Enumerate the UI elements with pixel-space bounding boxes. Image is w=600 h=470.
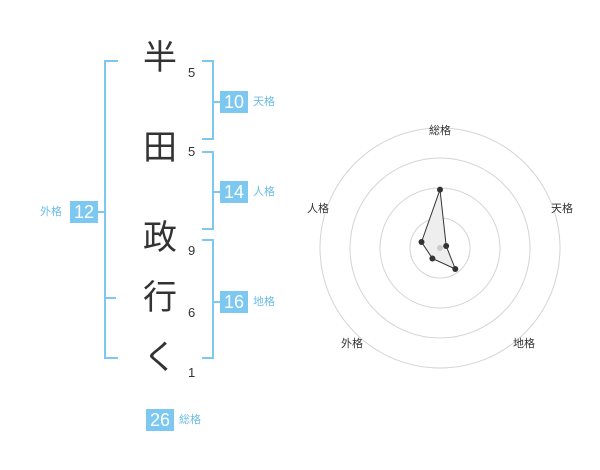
gaikaku-value: 12 [70,201,98,223]
gaikaku-label: 外格 [40,205,62,218]
jinkaku-value: 14 [220,181,248,203]
radar-label-tenkaku: 天格 [551,201,573,215]
radar-label-gaikaku: 外格 [341,336,363,350]
radar-point-chikaku [452,266,459,272]
radar-label-soukaku: 総格 [429,123,451,137]
soukaku-label: 総格 [179,413,201,426]
name-char-2: 田 [143,128,177,168]
name-char-3: 政 [143,218,177,258]
radar-polygon [420,189,457,270]
radar-point-gaikaku [429,255,436,262]
radar-point-tenkaku [443,243,450,249]
chikaku-value: 16 [220,291,248,313]
jinkaku-label: 人格 [253,185,275,198]
tenkaku-value: 10 [220,91,248,113]
stroke-count-2: 5 [188,144,196,159]
radar-label-chikaku: 地格 [513,336,535,350]
name-char-4: 行 [143,278,177,318]
name-char-1: 半 [143,38,177,78]
radar-center-dot [437,245,443,251]
radar-point-soukaku [437,186,443,193]
soukaku-value: 26 [146,409,174,431]
chikaku-label: 地格 [253,295,275,308]
name-char-5: く [143,338,177,378]
radar-point-jinkaku [418,239,425,245]
stroke-count-1: 5 [188,65,196,80]
stroke-count-4: 6 [188,305,196,320]
stroke-count-5: 1 [188,365,196,380]
radar-ring [349,157,531,339]
stroke-count-3: 9 [188,243,196,258]
tenkaku-label: 天格 [253,95,275,108]
fortune-radar-chart: 総格 天格 地格 外格 人格 [307,123,573,369]
radar-label-jinkaku: 人格 [307,201,329,215]
radar-points [418,186,459,272]
radar-ring [319,127,561,369]
